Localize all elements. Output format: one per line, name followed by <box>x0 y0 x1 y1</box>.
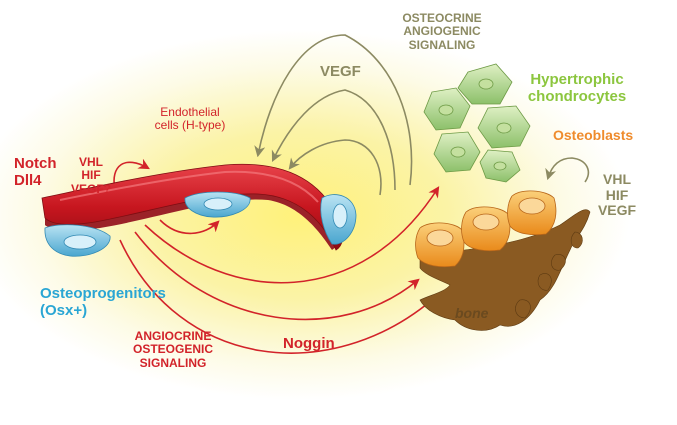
osteocrine-line-2: ANGIOGENIC <box>403 24 481 39</box>
osteoblasts-label: Osteoblasts <box>553 127 634 143</box>
osteoblast-cells <box>415 190 557 268</box>
chondrocyte-nucleus-3 <box>496 122 512 134</box>
osteoprogenitor-nucleus-3 <box>332 203 348 229</box>
bone-mass <box>419 209 591 331</box>
vessel-tube <box>41 163 344 251</box>
angiocrine-arrows <box>113 158 440 354</box>
dll4-line: Dll4 <box>14 171 42 189</box>
endothelial-cells-label: Endothelial cells (H-type) <box>135 105 245 133</box>
vegf-right-line: VEGF <box>597 202 637 219</box>
angiocrine-line-2: OSTEOGENIC <box>132 342 213 357</box>
vessel-highlight <box>59 170 319 203</box>
osteoprogenitor-nucleus-1 <box>63 234 97 250</box>
vhl-left-line: VHL <box>79 155 103 169</box>
olive-arrow-2 <box>271 89 396 191</box>
osteocrine-signaling-label: OSTEOCRINE ANGIOGENIC SIGNALING <box>382 11 502 52</box>
vegf-top-label: VEGF <box>320 63 361 80</box>
red-arrow-to-osteoblasts <box>134 231 420 321</box>
osteoprogenitor-nucleus-2 <box>203 197 233 211</box>
chondrocyte-nucleus-2 <box>438 104 454 116</box>
vhl-hif-vegf-left-label: VHL HIF VEGF? <box>66 155 116 196</box>
chondrocyte-nucleus-4 <box>450 146 466 158</box>
olive-arrow-1 <box>254 34 413 186</box>
hif-right-line: HIF <box>605 186 629 203</box>
osteoblast-nucleus-2 <box>472 213 500 231</box>
hif-left-line: HIF <box>81 168 101 183</box>
endothelial-line-2: cells (H-type) <box>154 118 226 133</box>
osteoprogenitors-line: Osteoprogenitors <box>40 285 166 302</box>
hypertrophic-chondrocytes-label: Hypertrophic chondrocytes <box>512 71 642 106</box>
bone-fragment-4 <box>570 231 583 249</box>
notch-dll4-label: Notch Dll4 <box>14 155 70 190</box>
hypertrophic-chondrocyte-cells <box>423 63 531 183</box>
red-arrow-to-osteoprogenitor <box>159 219 220 235</box>
angiocrine-signaling-label: ANGIOCRINE OSTEOGENIC SIGNALING <box>108 329 238 370</box>
chondrocyte-nucleus-5 <box>493 161 507 171</box>
hypertrophic-line-2: chondrocytes <box>527 87 627 105</box>
bone-label: bone <box>455 305 489 321</box>
vegf-left-line: VEGF? <box>70 181 111 196</box>
osteocrine-arrows <box>254 34 589 196</box>
osteoblast-nucleus-3 <box>518 197 546 215</box>
olive-arrow-osteoblast-loop <box>545 157 589 183</box>
osteocrine-line-3: SIGNALING <box>408 37 476 52</box>
noggin-label: Noggin <box>283 335 335 352</box>
vhl-right-line: VHL <box>603 171 631 187</box>
bone-fragment-1 <box>551 254 566 271</box>
red-arrow-noggin <box>119 239 434 354</box>
vhl-hif-vegf-right-label: VHL HIF VEGF <box>592 171 642 219</box>
osx-line: (Osx+) <box>40 301 88 319</box>
bone-fragment-2 <box>537 273 552 291</box>
red-arrow-to-chondrocytes <box>144 186 440 284</box>
osteoprogenitor-cells <box>44 191 357 257</box>
angiocrine-line-1: ANGIOCRINE <box>134 329 212 343</box>
chondrocyte-nucleus-1 <box>478 78 494 90</box>
hypertrophic-line-1: Hypertrophic <box>530 71 624 88</box>
notch-line: Notch <box>14 155 57 172</box>
osteoprogenitors-label: Osteoprogenitors (Osx+) <box>40 285 166 320</box>
bone-fragment-3 <box>515 299 531 319</box>
bone-tissue <box>419 209 591 331</box>
angiocrine-line-3: SIGNALING <box>139 355 207 370</box>
blood-vessel <box>41 163 344 251</box>
osteocrine-line-1: OSTEOCRINE <box>402 11 482 25</box>
osteoblast-nucleus-1 <box>426 229 454 247</box>
olive-arrow-3 <box>288 139 382 196</box>
endothelial-line-1: Endothelial <box>160 105 220 119</box>
